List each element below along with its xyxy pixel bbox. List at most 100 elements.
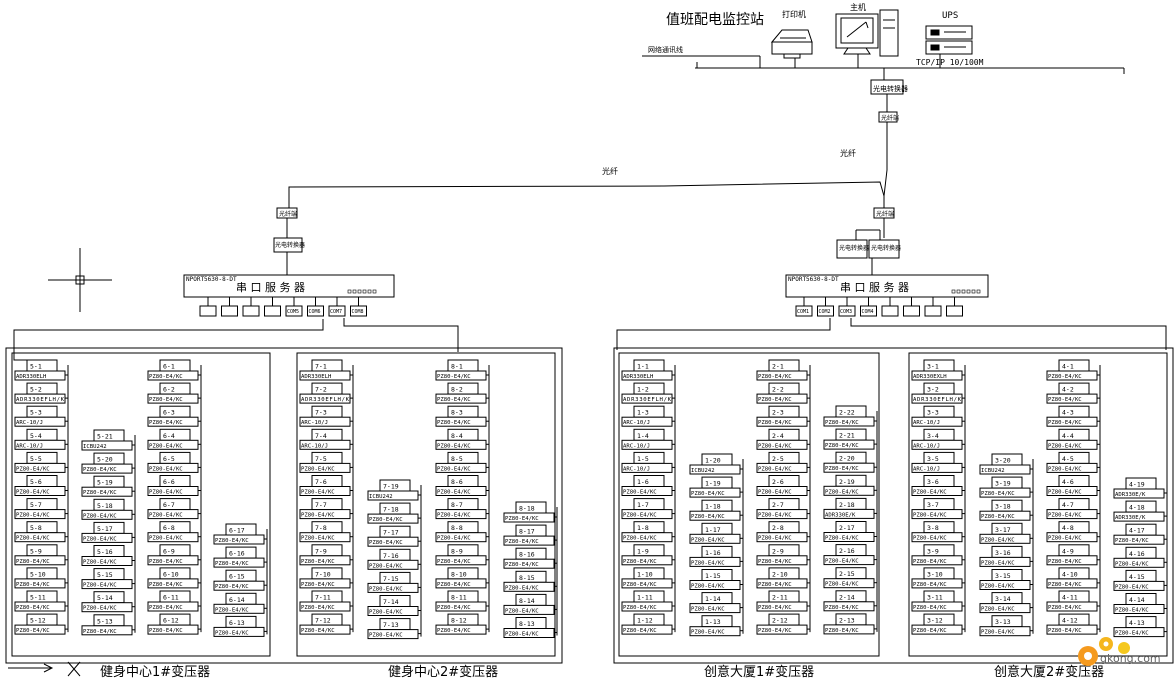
device-model: PZ80-E4/KC (825, 443, 859, 449)
device-id: 7-6 (315, 478, 327, 486)
device-model: PZ80-E4/KC (16, 559, 50, 565)
device-model: ARC-10/J (16, 443, 43, 449)
serial-port (795, 305, 813, 317)
device-model: PZ80-E4/KC (691, 630, 725, 636)
device-id: 4-1 (1062, 363, 1074, 371)
device-model: PZ80-E4/KC (758, 443, 792, 449)
device-model: PZ80-E4/KC (369, 586, 403, 592)
serial-port (946, 305, 963, 317)
device-model: PZ80-E4/KC (913, 513, 947, 519)
device-model: PZ80-E4/KC (758, 559, 792, 565)
device-model: PZ80-E4/KC (825, 489, 859, 495)
device-model: PZ80-E4/KC (437, 374, 471, 380)
device-model: PZ80-E4/KC (825, 420, 859, 426)
device-id: 4-13 (1129, 619, 1145, 627)
device-model: PZ80-E4/KC (149, 374, 183, 380)
device-model: PZ80-E4/KC (301, 582, 335, 588)
device-model: PZ80-E4/KC (758, 513, 792, 519)
device-id: 5-20 (97, 456, 113, 464)
device-model: PZ80-E4/KC (1048, 420, 1082, 426)
device-model: ARC-10/J (301, 443, 328, 449)
device-id: 8-3 (451, 409, 463, 417)
device-model: PZ80-E4/KC (691, 537, 725, 543)
device-id: 1-6 (637, 478, 649, 486)
device-model: PZ80-E4/KC (1115, 584, 1149, 590)
serial-port (328, 305, 346, 317)
device-id: 7-5 (315, 455, 327, 463)
device-model: ARC-10/J (913, 466, 940, 472)
group-title-2: 健身中心2#变压器 (388, 664, 498, 680)
device-model: PZ80-E4/KC (623, 628, 657, 634)
device-id: 8-2 (451, 386, 463, 394)
device-model: PZ80-E4/KC (16, 513, 50, 519)
device-model: PZ80-E4/KC (981, 584, 1015, 590)
device-model: PZ80-E4/KC (913, 536, 947, 542)
tcp-label: TCP/IP 10/100M (916, 58, 984, 67)
device-id: 6-11 (163, 594, 179, 602)
device-model: PZ80-E4/KC (505, 608, 539, 614)
device-id: 2-21 (839, 432, 855, 440)
device-model: ICBU242 (691, 468, 715, 474)
device-column: 8-18PZ80-E4/KC8-17PZ80-E4/KC8-16PZ80-E4/… (503, 501, 558, 638)
device-model: PZ80-E4/KC (437, 466, 471, 472)
device-id: 4-3 (1062, 409, 1074, 417)
device-id: 5-15 (97, 571, 113, 579)
device-id: 1-12 (637, 617, 653, 625)
crosshair-icon (48, 248, 112, 312)
device-id: 3-17 (995, 526, 1011, 534)
serial-port (817, 305, 834, 317)
device-model: PZ80-E4/KC (1048, 605, 1082, 611)
serial-port (350, 305, 367, 317)
device-model: PZ80-E4/KC (758, 582, 792, 588)
device-id: 8-16 (519, 551, 535, 559)
device-model: PZ80-E4/KC (981, 560, 1015, 566)
device-id: 3-20 (995, 457, 1011, 465)
device-column: 5-21ICBU2425-20PZ80-E4/KC5-19PZ80-E4/KC5… (81, 429, 136, 636)
device-model: PZ80-E4/KC (369, 610, 403, 616)
device-id: 5-10 (30, 570, 46, 578)
device-id: 7-1 (315, 363, 327, 371)
device-model: PZ80-E4/KC (149, 536, 183, 542)
device-id: 3-18 (995, 503, 1011, 511)
device-id: 6-15 (229, 573, 245, 581)
device-id: 2-11 (772, 594, 788, 602)
device-id: 4-19 (1129, 481, 1145, 489)
ucs-arrow-icon (8, 661, 81, 677)
device-id: 2-5 (772, 455, 784, 463)
device-model: PZ80-E4/KC (758, 420, 792, 426)
device-id: 5-8 (30, 524, 42, 532)
device-model: PZ80-E4/KC (149, 513, 183, 519)
device-model: PZ80-E4/KC (691, 584, 725, 590)
